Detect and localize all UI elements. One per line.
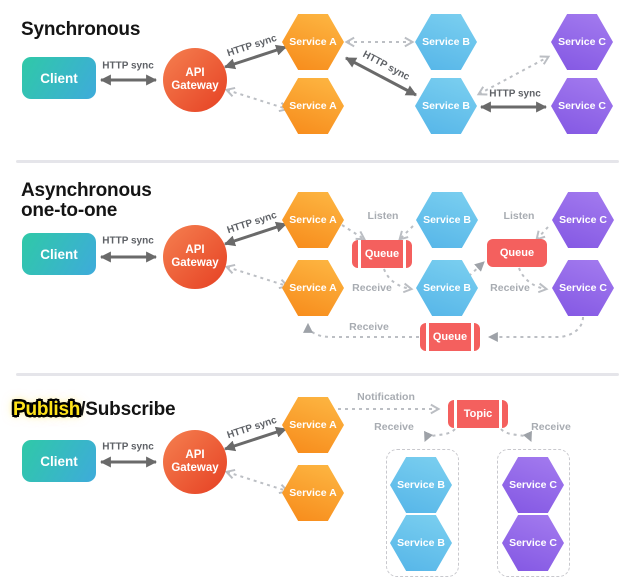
service-c-subscriber-group [497,449,570,577]
service-a-label: Service A [289,282,337,294]
service-b-label: Service B [397,537,445,549]
arrow-topic-servicec-group-receive [500,428,532,443]
service-b-label: Service B [423,214,471,226]
arrow-queue1-serviceb-receive [383,268,414,294]
listen-label: Listen [503,210,535,222]
arrow-servicea-serviceb-sync [345,56,417,97]
receive-label: Receive [490,282,530,294]
notification-label: Notification [357,391,415,403]
service-b-label: Service B [397,479,445,491]
topic-label: Topic [463,408,493,420]
http-sync-label: HTTP sync [489,88,541,100]
api-gateway-label: API Gateway [171,448,219,474]
api-gateway-node: API Gateway [163,225,227,289]
arrow-gateway-servicea-pubsub [223,426,288,452]
api-gateway-node: API Gateway [163,430,227,494]
service-c-label: Service C [509,537,557,549]
topic-node: Topic [448,400,508,428]
client-node: Client [22,440,96,482]
section-title-synchronous: Synchronous [21,20,140,40]
arrow-servicea-gateway-return-sync [224,86,290,113]
service-a-label: Service A [289,36,337,48]
title-text: one-to-one [21,200,118,221]
title-text: Asynchronous [21,180,152,201]
arrow-gateway-servicea-async [223,221,288,247]
arrow-servicea-gateway-return-pubsub [224,468,290,495]
client-node: Client [22,57,96,99]
arrow-servicec-queue3 [487,316,584,342]
title-text: Synchronous [21,19,141,40]
section-title-async-one-to-one: Asynchronous one-to-one [21,181,152,221]
service-c-label: Service C [559,214,607,226]
api-gateway-label: API Gateway [171,66,219,92]
service-b-label: Service B [422,100,470,112]
queue-label: Queue [499,247,535,259]
arrow-serviceb-queue1-listen [398,225,414,241]
service-a-label: Service A [289,487,337,499]
service-b-label: Service B [423,282,471,294]
queue-node: Queue [420,323,480,351]
receive-label: Receive [531,421,571,433]
service-a-label: Service A [289,419,337,431]
queue-node: Queue [352,240,412,268]
listen-label: Listen [367,210,399,222]
arrow-topic-serviceb-group-receive [424,428,456,443]
service-c-label: Service C [558,100,606,112]
http-sync-label: HTTP sync [102,235,154,247]
client-label: Client [40,246,78,262]
arrow-servicea-gateway-return-async [224,263,290,290]
client-label: Client [40,453,78,469]
service-c-label: Service C [509,479,557,491]
service-c-label: Service C [558,36,606,48]
title-highlight: Publish [13,399,81,420]
arrow-queue3-servicea-receive [303,322,419,338]
service-a-label: Service A [289,100,337,112]
arrow-servicea-queue1-listen [341,224,367,241]
queue-label: Queue [432,331,468,343]
client-node: Client [22,233,96,275]
api-gateway-node: API Gateway [163,48,227,112]
client-label: Client [40,70,78,86]
receive-label: Receive [349,321,389,333]
receive-label: Receive [352,282,392,294]
section-divider [16,373,619,376]
title-text: /Subscribe [80,399,176,420]
arrow-gateway-servicea-sync [223,44,288,70]
http-sync-label: HTTP sync [102,441,154,453]
arrow-serviceb-servicec-dashed-sync [476,55,551,96]
service-b-label: Service B [422,36,470,48]
api-gateway-label: API Gateway [171,243,219,269]
section-divider [16,160,619,163]
arrow-serviceb-queue2 [468,261,485,277]
arrow-servicec-queue2-listen [535,226,549,241]
service-a-label: Service A [289,214,337,226]
section-title-publish-subscribe: Publish/Subscribe [13,399,176,421]
service-b-subscriber-group [386,449,459,577]
receive-label: Receive [374,421,414,433]
queue-node: Queue [487,239,547,267]
service-c-label: Service C [559,282,607,294]
arrow-queue2-servicec-receive [518,267,549,294]
http-sync-label: HTTP sync [102,60,154,72]
queue-label: Queue [364,248,400,260]
